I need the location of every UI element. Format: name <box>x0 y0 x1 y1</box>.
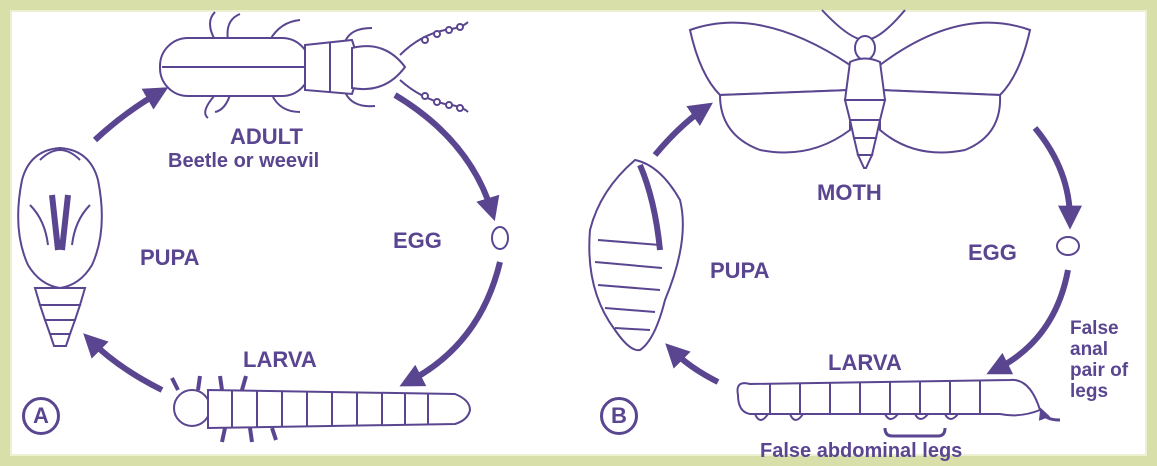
arrow-pupa-to-moth <box>655 108 705 155</box>
chrysalis-illustration <box>589 160 683 350</box>
moth-illustration <box>690 10 1030 168</box>
egg-b-label: EGG <box>968 240 1017 266</box>
anal-legs-label: False anal pair of legs <box>1070 318 1128 402</box>
arrow-egg-to-larva <box>995 270 1068 370</box>
arrow-egg-to-larva <box>408 262 500 382</box>
egg-a-label: EGG <box>393 228 442 254</box>
abdominal-legs-label: False abdominal legs <box>760 440 962 463</box>
anal-legs-line-4: legs <box>1070 381 1128 402</box>
panel-a-marker: A <box>22 397 60 435</box>
larva-b-label: LARVA <box>828 350 902 376</box>
arrow-larva-to-pupa <box>90 340 162 390</box>
pupa-b-label: PUPA <box>710 258 770 284</box>
adult-sublabel: Beetle or weevil <box>168 150 319 173</box>
beetle-larva-illustration <box>172 376 470 442</box>
panel-b-marker: B <box>600 397 638 435</box>
beetle-pupa-illustration <box>18 148 102 346</box>
caterpillar-illustration <box>738 380 1061 436</box>
moth-label: MOTH <box>817 180 882 206</box>
anal-legs-line-1: False <box>1070 318 1128 339</box>
anal-legs-line-3: pair of <box>1070 360 1128 381</box>
arrow-adult-to-egg <box>395 95 492 212</box>
anal-legs-line-2: anal <box>1070 339 1128 360</box>
egg-a-shape <box>492 227 508 249</box>
larva-a-label: LARVA <box>243 347 317 373</box>
arrow-pupa-to-adult <box>95 92 160 140</box>
beetle-illustration <box>160 12 468 118</box>
adult-label: ADULT <box>230 124 303 150</box>
egg-b-shape <box>1057 237 1079 255</box>
arrow-larva-to-pupa <box>672 350 718 382</box>
pupa-a-label: PUPA <box>140 245 200 271</box>
arrow-moth-to-egg <box>1035 128 1070 220</box>
